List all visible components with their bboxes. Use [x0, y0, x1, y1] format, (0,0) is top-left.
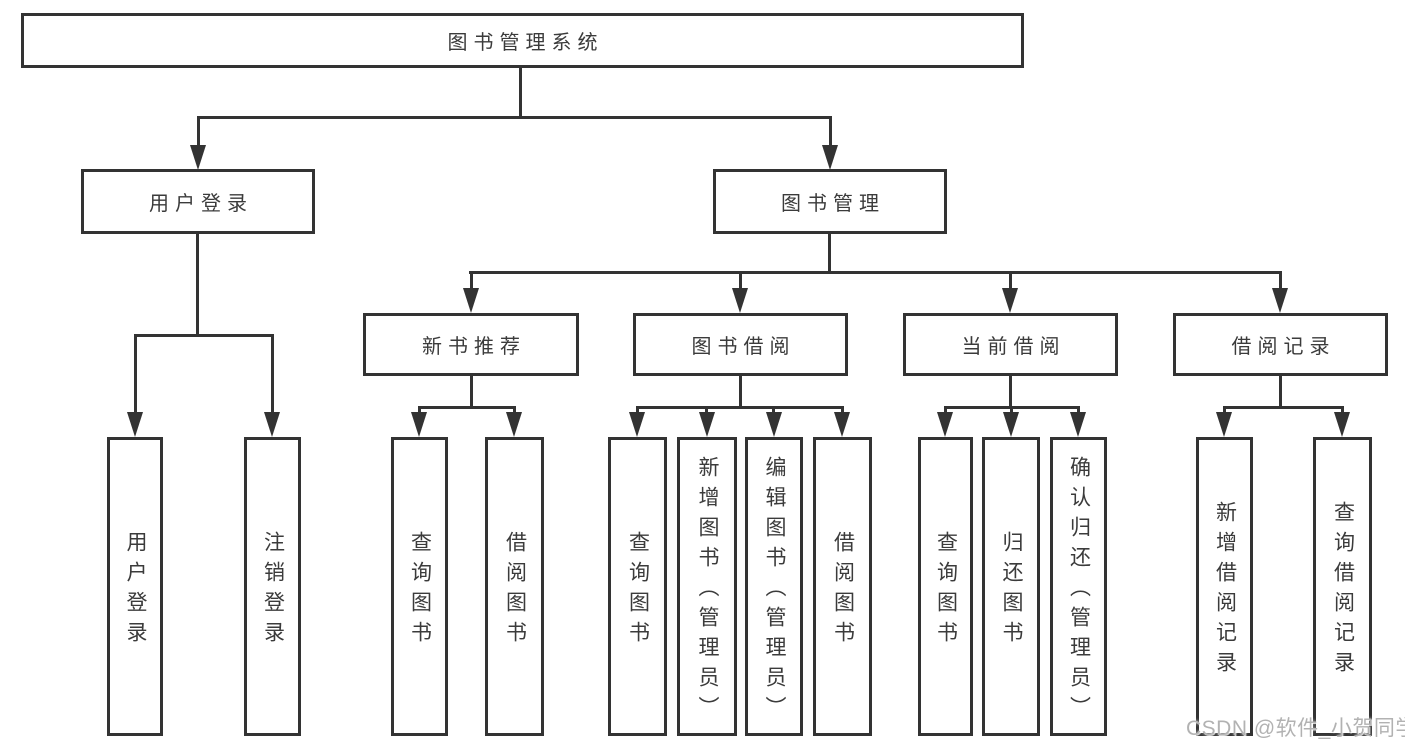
leaf-user-login: 用户登录 — [107, 437, 163, 736]
connector-drop-bb-query — [636, 406, 639, 416]
connector-drop-current-borrow — [1009, 271, 1012, 291]
leaf-query-books-borrow: 查询图书 — [608, 437, 667, 736]
arrowhead-leaf-user-login — [127, 412, 143, 437]
connector-drop-br-add — [1223, 406, 1226, 416]
leaf-query-books-recommend: 查询图书 — [391, 437, 448, 736]
connector-book-mgmt-stem — [828, 234, 831, 274]
connector-drop-rec-query — [418, 406, 421, 416]
connector-book-mgmt-rail — [469, 271, 1282, 274]
leaf-add-borrow-record: 新增借阅记录 — [1196, 437, 1253, 736]
arrowhead-cb-confirm — [1070, 412, 1086, 437]
leaf-query-books-current: 查询图书 — [918, 437, 973, 736]
csdn-watermark: CSDN @软件_小贺同学 — [1186, 717, 1405, 740]
leaf-edit-books-admin: 编辑图书（管理员） — [745, 437, 803, 736]
connector-records-rail — [1223, 406, 1344, 409]
arrowhead-cb-query — [937, 412, 953, 437]
leaf-logout-login: 注销登录 — [244, 437, 301, 736]
arrowhead-user-login — [190, 145, 206, 170]
arrowhead-borrow-records — [1272, 288, 1288, 313]
connector-drop-rec-borrow — [513, 406, 516, 416]
leaf-confirm-return-admin: 确认归还（管理员） — [1050, 437, 1107, 736]
node-book-borrow: 图书借阅 — [633, 313, 848, 376]
connector-user-login-rail — [134, 334, 274, 337]
connector-borrow-stem — [739, 376, 742, 409]
node-borrow-records: 借阅记录 — [1173, 313, 1388, 376]
arrowhead-current-borrow — [1002, 288, 1018, 313]
arrowhead-bb-query — [629, 412, 645, 437]
connector-drop-cb-return — [1010, 406, 1013, 416]
connector-drop-book-borrow — [739, 271, 742, 291]
leaf-return-books: 归还图书 — [982, 437, 1040, 736]
connector-current-stem — [1009, 376, 1012, 409]
connector-root-rail — [197, 116, 832, 119]
connector-recommend-rail — [418, 406, 516, 409]
node-root-library-system: 图书管理系统 — [21, 13, 1024, 68]
connector-drop-cb-confirm — [1077, 406, 1080, 416]
leaf-query-borrow-record: 查询借阅记录 — [1313, 437, 1372, 736]
connector-drop-bb-add — [705, 406, 708, 416]
connector-drop-bb-borrow — [841, 406, 844, 416]
connector-drop-user-login — [197, 116, 200, 147]
connector-drop-br-query — [1341, 406, 1344, 416]
connector-drop-leaf-user-login — [134, 334, 137, 414]
arrowhead-bb-edit — [766, 412, 782, 437]
connector-root-stem — [519, 68, 522, 118]
arrowhead-rec-query — [411, 412, 427, 437]
connector-recommend-stem — [470, 376, 473, 409]
leaf-borrow-books-recommend: 借阅图书 — [485, 437, 544, 736]
arrowhead-book-management — [822, 145, 838, 170]
arrowhead-br-query — [1334, 412, 1350, 437]
connector-records-stem — [1279, 376, 1282, 409]
arrowhead-bb-add — [699, 412, 715, 437]
leaf-borrow-books: 借阅图书 — [813, 437, 872, 736]
node-current-borrow: 当前借阅 — [903, 313, 1118, 376]
arrowhead-bb-borrow — [834, 412, 850, 437]
arrowhead-new-book-recommend — [463, 288, 479, 313]
connector-user-login-stem — [196, 234, 199, 337]
node-user-login: 用户登录 — [81, 169, 315, 234]
connector-drop-book-management — [829, 116, 832, 147]
arrowhead-cb-return — [1003, 412, 1019, 437]
connector-drop-cb-query — [944, 406, 947, 416]
connector-drop-borrow-records — [1279, 271, 1282, 291]
connector-drop-bb-edit — [772, 406, 775, 416]
arrowhead-br-add — [1216, 412, 1232, 437]
connector-drop-leaf-logout — [271, 334, 274, 414]
arrowhead-leaf-logout — [264, 412, 280, 437]
connector-drop-new-book-recommend — [470, 271, 473, 291]
node-book-management: 图书管理 — [713, 169, 947, 234]
connector-borrow-rail — [636, 406, 843, 409]
leaf-add-books-admin: 新增图书（管理员） — [677, 437, 737, 736]
node-new-book-recommend: 新书推荐 — [363, 313, 579, 376]
arrowhead-rec-borrow — [506, 412, 522, 437]
arrowhead-book-borrow — [732, 288, 748, 313]
